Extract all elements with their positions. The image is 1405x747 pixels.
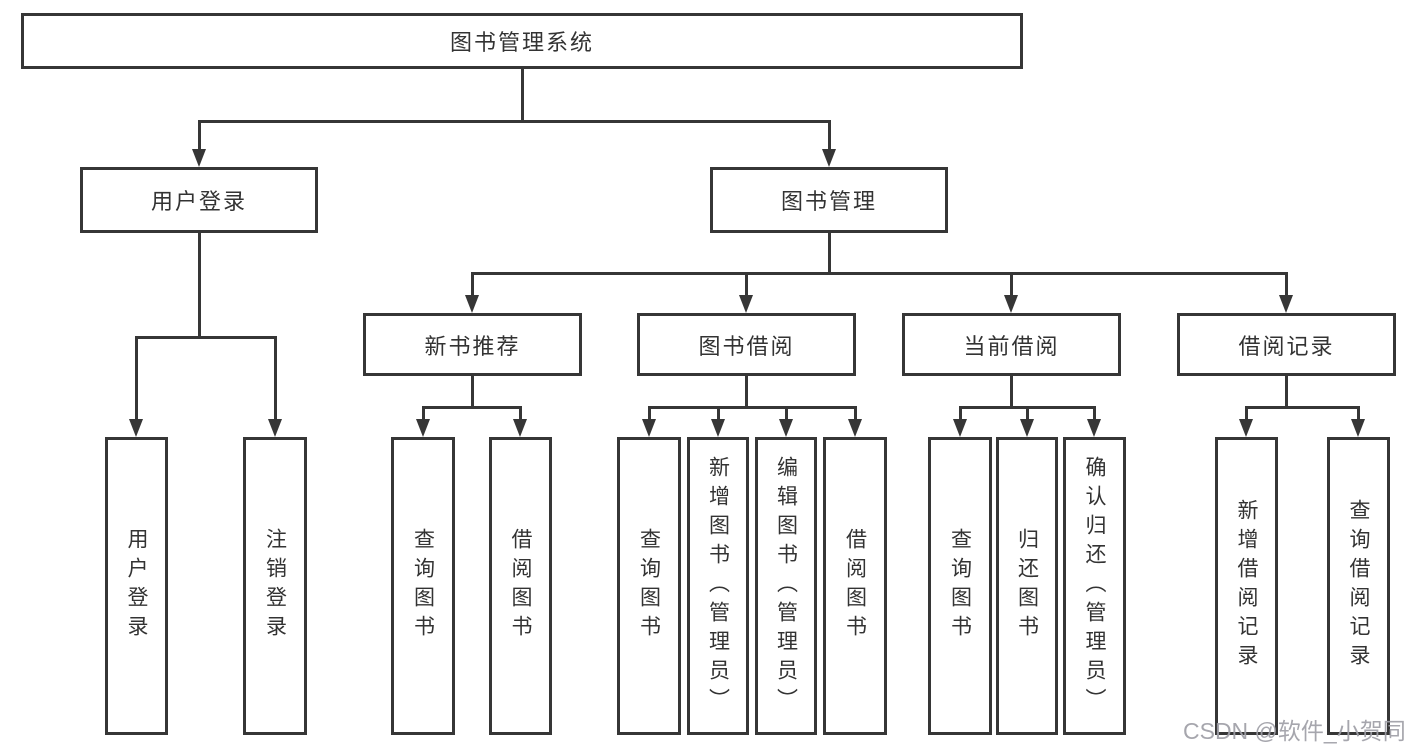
arrow-down-icon [1279,295,1293,313]
connector-drop [1284,272,1288,308]
connector-stem [744,376,748,409]
arrow-down-icon [416,419,430,437]
diagram-box-label: 借阅图书 [509,528,532,644]
diagram-box-label: 新增图书（管理员） [706,455,730,717]
diagram-box-borrowing-records: 借阅记录 [1177,313,1396,376]
diagram-box-user-login: 用户登录 [80,167,318,233]
diagram-box-query-books-3: 查询图书 [928,437,992,735]
diagram-box-label: 图书管理系统 [449,30,594,55]
diagram-box-query-borrow-record: 查询借阅记录 [1327,437,1390,735]
connector-stem [197,233,201,339]
arrow-down-icon [1087,419,1101,437]
arrow-down-icon [642,419,656,437]
diagram-box-add-books-admin: 新增图书（管理员） [687,437,749,735]
arrow-down-icon [1020,419,1034,437]
connector-branch [470,272,1288,275]
connector-branch [647,406,857,409]
diagram-box-borrow-books-1: 借阅图书 [489,437,552,735]
connector-branch [421,406,522,409]
arrow-down-icon [822,149,836,167]
diagram-box-current-borrowing: 当前借阅 [902,313,1121,376]
diagram-box-user-login-leaf: 用户登录 [105,437,168,735]
connector-stem [827,233,831,275]
diagram-box-root: 图书管理系统 [21,13,1023,69]
connector-stem [1284,376,1288,409]
diagram-box-book-management: 图书管理 [710,167,948,233]
diagram-box-label: 当前借阅 [963,333,1060,359]
connector-branch [1244,406,1360,409]
diagram-box-confirm-return-admin: 确认归还（管理员） [1063,437,1126,735]
connector-drop [1009,272,1013,308]
diagram-box-label: 归还图书 [1015,528,1039,644]
arrow-down-icon [1004,295,1018,313]
connector-drop [273,336,277,432]
diagram-box-add-borrow-record: 新增借阅记录 [1215,437,1278,735]
diagram-box-edit-books-admin: 编辑图书（管理员） [755,437,817,735]
arrow-down-icon [739,295,753,313]
arrow-down-icon [953,419,967,437]
csdn-watermark: CSDN @软件_小贺同学 [1183,718,1405,744]
connector-drop [197,120,201,162]
arrow-down-icon [268,419,282,437]
connector-drop [470,272,474,308]
diagram-box-label: 借阅图书 [843,528,867,644]
arrow-down-icon [513,419,527,437]
diagram-box-label: 图书借阅 [698,333,795,359]
diagram-box-label: 用户登录 [125,528,148,644]
connector-branch [197,120,831,123]
diagram-box-label: 确认归还（管理员） [1083,455,1106,717]
arrow-down-icon [1351,419,1365,437]
arrow-down-icon [192,149,206,167]
diagram-box-label: 注销登录 [263,528,287,644]
connector-drop [744,272,748,308]
arrow-down-icon [848,419,862,437]
connector-stem [520,69,524,123]
diagram-box-label: 图书管理 [780,189,877,214]
diagram-box-label: 编辑图书（管理员） [774,455,798,717]
diagram-box-label: 用户登录 [150,189,247,214]
diagram-box-book-borrowing: 图书借阅 [637,313,856,376]
connector-drop [134,336,138,432]
diagram-box-return-books: 归还图书 [996,437,1058,735]
arrow-down-icon [465,295,479,313]
diagram-box-label: 借阅记录 [1238,333,1335,359]
diagram-box-logout: 注销登录 [243,437,307,735]
connector-stem [470,376,474,409]
diagram-box-label: 查询图书 [411,528,435,644]
diagram-box-label: 查询借阅记录 [1347,499,1370,673]
diagram-box-label: 查询图书 [637,528,661,644]
arrow-down-icon [779,419,793,437]
connector-stem [1009,376,1013,409]
diagram-box-new-book-recommend: 新书推荐 [363,313,582,376]
connector-drop [827,120,831,162]
diagram-box-query-books-2: 查询图书 [617,437,681,735]
diagram-box-label: 查询图书 [948,528,972,644]
arrow-down-icon [1239,419,1253,437]
diagram-box-borrow-books-2: 借阅图书 [823,437,887,735]
diagram-box-query-books-1: 查询图书 [391,437,455,735]
arrow-down-icon [711,419,725,437]
arrow-down-icon [129,419,143,437]
diagram-box-label: 新书推荐 [424,333,521,359]
connector-branch [134,336,277,339]
diagram-box-label: 新增借阅记录 [1235,499,1258,673]
